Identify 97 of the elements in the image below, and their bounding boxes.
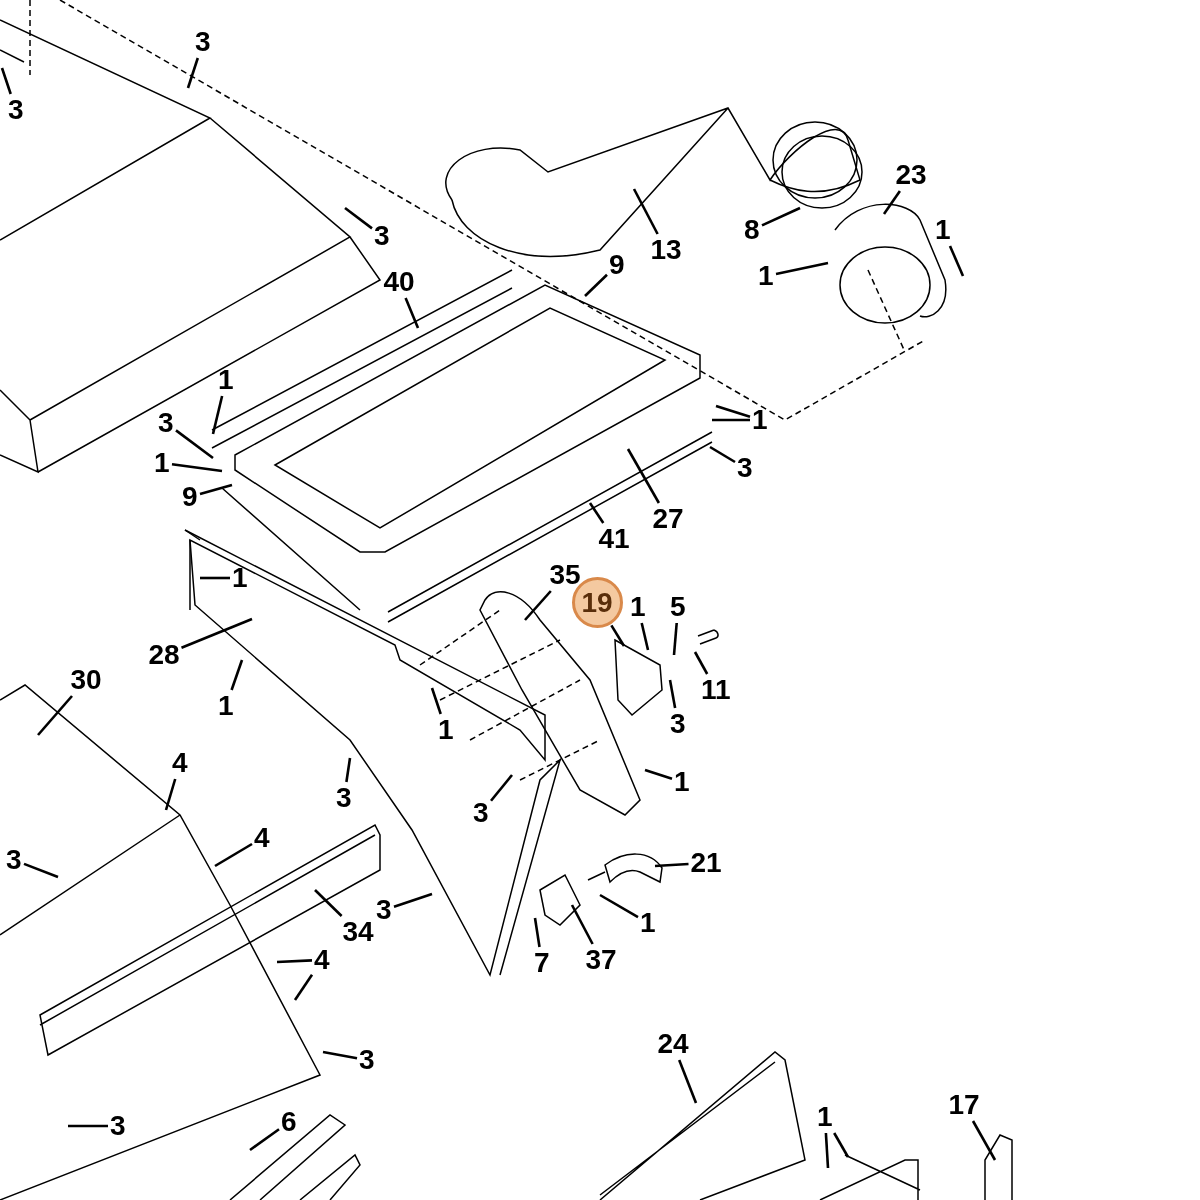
leader-line xyxy=(199,483,233,496)
leader-line xyxy=(345,757,352,783)
leader-line xyxy=(599,893,639,919)
callout-number: 3 xyxy=(336,784,352,812)
callout-number: 24 xyxy=(657,1030,689,1058)
leader-line xyxy=(175,429,214,460)
leader-line xyxy=(211,395,224,435)
leader-line xyxy=(715,404,751,419)
leader-line xyxy=(882,190,901,215)
leader-line xyxy=(610,624,626,647)
leader-line xyxy=(948,245,965,277)
leader-line xyxy=(971,1120,997,1161)
callout-number: 1 xyxy=(935,216,951,244)
callout-number: 3 xyxy=(195,28,211,56)
leader-line xyxy=(654,862,689,868)
leader-line xyxy=(712,418,750,422)
leader-line xyxy=(322,1050,358,1060)
callout-number: 28 xyxy=(148,641,180,669)
callout-number: 41 xyxy=(598,525,630,553)
callout-number: 8 xyxy=(744,216,760,244)
leader-line xyxy=(164,778,177,811)
leader-line xyxy=(171,463,223,473)
leader-line xyxy=(430,687,442,715)
callout-number: 21 xyxy=(690,849,722,877)
callout-number: 1 xyxy=(232,564,248,592)
callout-number: 3 xyxy=(376,896,392,924)
callout-number: 3 xyxy=(110,1112,126,1140)
leader-line xyxy=(293,974,314,1001)
leader-line xyxy=(775,261,829,276)
leader-line xyxy=(584,273,608,297)
leader-line xyxy=(344,206,373,230)
callout-number: 1 xyxy=(817,1103,833,1131)
leader-line xyxy=(668,679,677,709)
leader-line xyxy=(833,1132,850,1158)
callout-number: 17 xyxy=(948,1091,980,1119)
leader-line xyxy=(276,959,313,964)
callout-number: 37 xyxy=(585,946,617,974)
leader-line xyxy=(68,1124,108,1128)
callout-number: 1 xyxy=(640,909,656,937)
callout-number: 1 xyxy=(674,768,690,796)
callout-number: 3 xyxy=(473,799,489,827)
leader-line xyxy=(709,445,736,464)
leader-line xyxy=(672,622,678,656)
leader-line xyxy=(249,1128,280,1152)
leader-line xyxy=(37,695,73,736)
callout-number: 1 xyxy=(438,716,454,744)
leader-line xyxy=(570,904,594,945)
leader-line xyxy=(230,659,244,691)
callout-number: 40 xyxy=(383,268,415,296)
leader-line xyxy=(761,206,801,227)
callout-number: 3 xyxy=(158,409,174,437)
leader-line xyxy=(200,576,230,580)
callout-number: 1 xyxy=(758,262,774,290)
leader-line xyxy=(693,651,709,675)
leader-line xyxy=(626,448,661,504)
callout-number: 4 xyxy=(314,946,330,974)
leader-line xyxy=(524,590,552,621)
callout-number: 3 xyxy=(8,96,24,124)
leader-line xyxy=(640,622,650,651)
leader-line xyxy=(588,502,605,524)
callout-number: 9 xyxy=(182,483,198,511)
leader-line xyxy=(314,889,343,917)
leader-line xyxy=(186,57,200,89)
callout-number: 1 xyxy=(154,449,170,477)
callout-number: 4 xyxy=(172,749,188,777)
callout-number: 3 xyxy=(359,1046,375,1074)
callout-number: 1 xyxy=(218,366,234,394)
callout-number: 9 xyxy=(609,251,625,279)
callout-number: 27 xyxy=(652,505,684,533)
leader-line xyxy=(490,774,513,802)
callout-number: 7 xyxy=(534,949,550,977)
callout-number: 11 xyxy=(701,676,731,704)
callout-number: 1 xyxy=(630,593,646,621)
leader-line xyxy=(644,768,673,781)
callout-number: 13 xyxy=(650,236,682,264)
callout-number: 6 xyxy=(281,1108,297,1136)
callout-number: 23 xyxy=(895,161,927,189)
callout-number: 5 xyxy=(670,593,686,621)
leader-line xyxy=(632,188,659,235)
leader-line xyxy=(533,917,541,948)
callout-number: 3 xyxy=(6,846,22,874)
leader-line xyxy=(0,67,12,95)
callout-number: 30 xyxy=(70,666,102,694)
callout-number: 3 xyxy=(670,710,686,738)
leader-line xyxy=(181,617,253,649)
leader-line xyxy=(404,297,420,329)
callout-number: 1 xyxy=(218,692,234,720)
callout-number: 3 xyxy=(374,222,390,250)
leader-line xyxy=(23,862,59,879)
leader-line xyxy=(214,842,253,868)
callout-number: 3 xyxy=(737,454,753,482)
callout-number: 34 xyxy=(342,918,374,946)
leader-line xyxy=(678,1059,698,1104)
callout-number: 4 xyxy=(254,824,270,852)
leader-line xyxy=(824,1132,830,1169)
leader-line xyxy=(393,892,433,908)
callout-number: 1 xyxy=(752,406,768,434)
